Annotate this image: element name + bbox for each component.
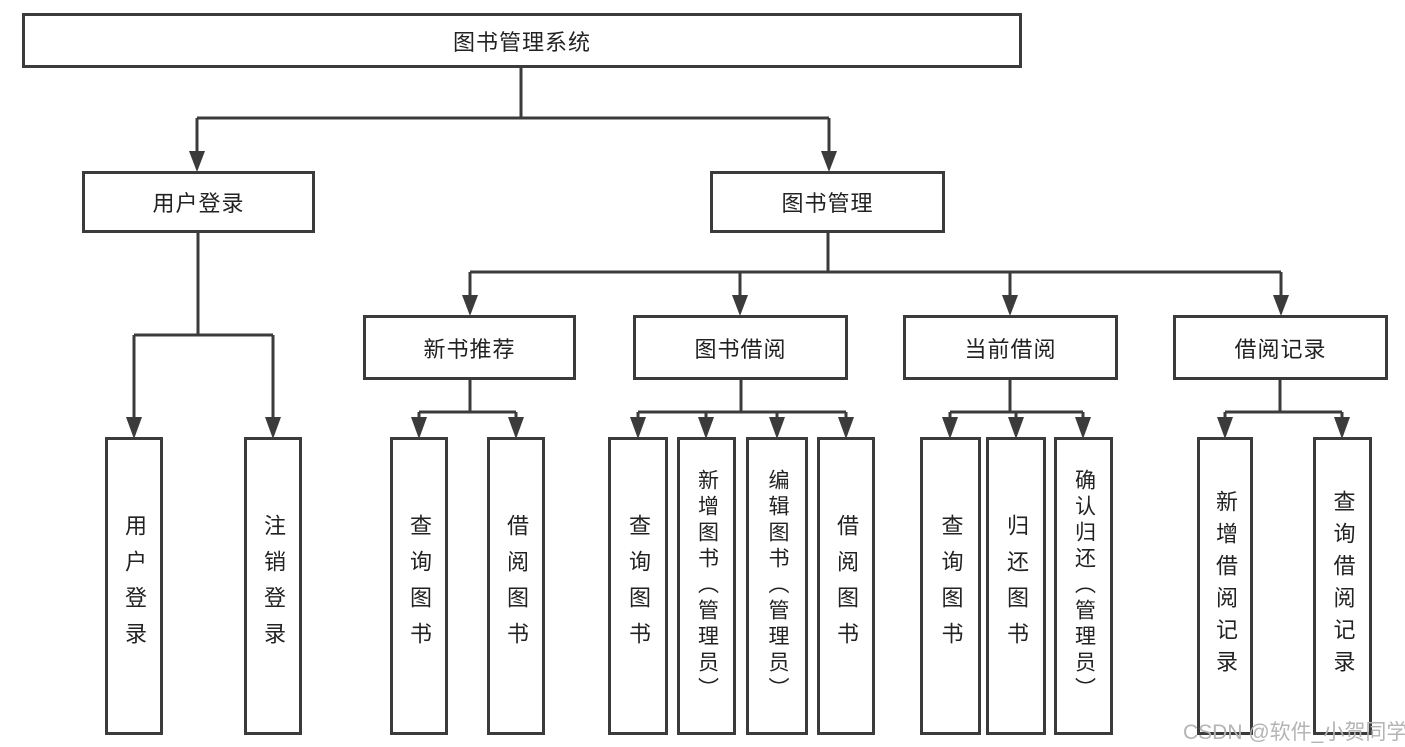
node-new-book-recommend: 新书推荐 (363, 315, 576, 380)
leaf-query-books-borrow: 查询图书 (608, 437, 668, 735)
node-book-management-module: 图书管理 (710, 171, 945, 233)
leaf-query-borrow-record: 查询借阅记录 (1313, 437, 1372, 735)
leaf-logout: 注销登录 (244, 437, 302, 735)
node-borrowing-records: 借阅记录 (1173, 315, 1388, 380)
leaf-add-borrow-record: 新增借阅记录 (1197, 437, 1253, 735)
node-book-borrowing: 图书借阅 (633, 315, 848, 380)
csdn-watermark: CSDN @软件_小贺同学 (1183, 721, 1405, 744)
node-current-borrowing: 当前借阅 (903, 315, 1118, 380)
leaf-return-book: 归还图书 (986, 437, 1046, 735)
leaf-user-login: 用户登录 (105, 437, 163, 735)
leaf-borrow-books-recommend: 借阅图书 (487, 437, 545, 735)
leaf-borrow-book: 借阅图书 (817, 437, 875, 735)
node-user-login-module: 用户登录 (82, 171, 315, 233)
leaf-confirm-return-admin: 确认归还（管理员） (1054, 437, 1113, 735)
node-root-library-system: 图书管理系统 (22, 13, 1022, 68)
leaf-add-book-admin: 新增图书（管理员） (677, 437, 736, 735)
leaf-query-books-recommend: 查询图书 (390, 437, 448, 735)
leaf-query-books-current: 查询图书 (920, 437, 981, 735)
leaf-edit-book-admin: 编辑图书（管理员） (746, 437, 808, 735)
